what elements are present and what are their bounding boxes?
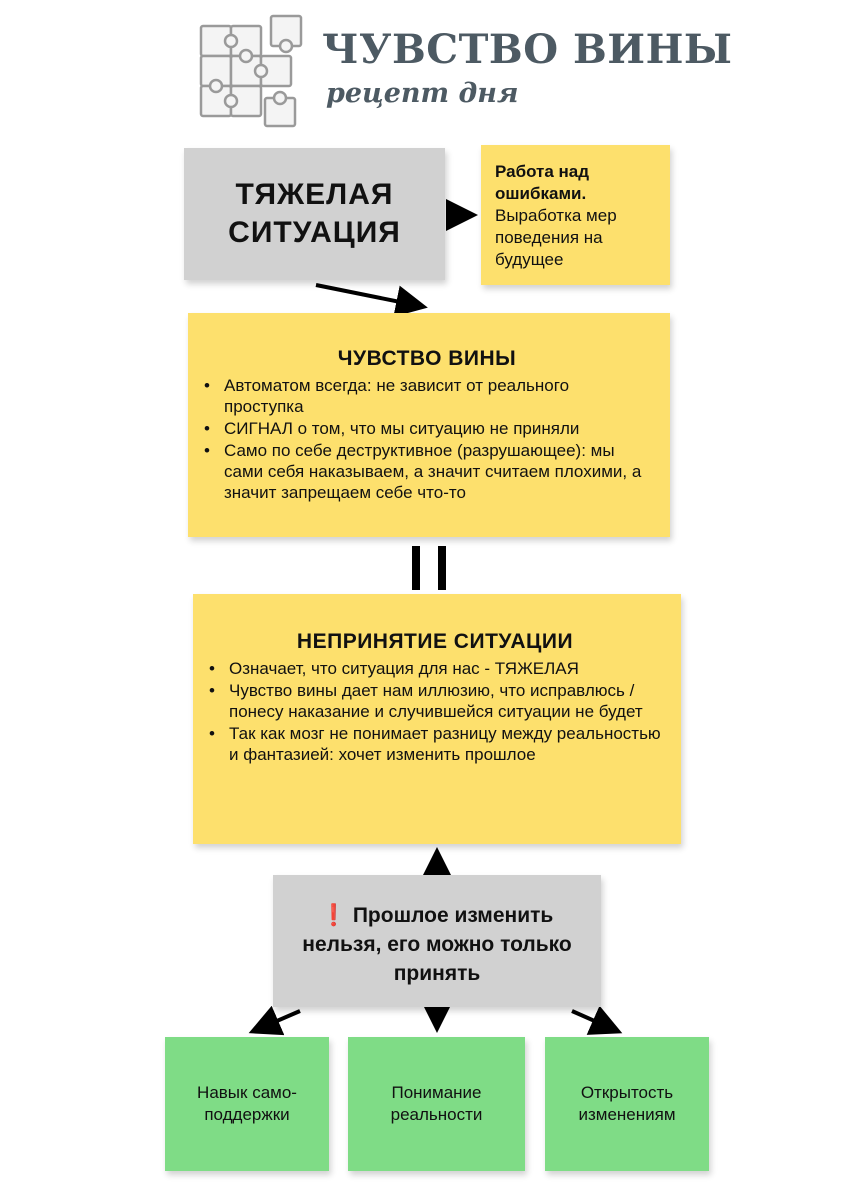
- list-item: Чувство вины дает нам иллюзию, что испра…: [207, 680, 663, 722]
- non-acceptance-list: Означает, что ситуация для нас - ТЯЖЕЛАЯ…: [207, 658, 663, 765]
- list-item: Так как мозг не понимает разницу между р…: [207, 723, 663, 765]
- outcome-label: Навык само-поддержки: [197, 1083, 297, 1124]
- puzzle-logo-icon: [195, 12, 305, 130]
- outcome-label: Понимание реальности: [390, 1083, 483, 1124]
- work-on-mistakes-title: Работа над ошибками.: [495, 162, 590, 203]
- arrow-hard-to-guilt: [315, 283, 428, 317]
- past-box: ❗Прошлое изменить нельзя, его можно толь…: [273, 875, 601, 1007]
- arrow-past-to-outcome-3: [571, 1005, 623, 1035]
- list-item: Автоматом всегда: не зависит от реальног…: [202, 375, 652, 417]
- outcome-self-support-box: Навык само-поддержки: [165, 1037, 329, 1171]
- outcome-openness-box: Открытость изменениям: [545, 1037, 709, 1171]
- outcome-reality-box: Понимание реальности: [348, 1037, 525, 1171]
- list-item: Означает, что ситуация для нас - ТЯЖЕЛАЯ: [207, 658, 663, 679]
- page-title: ЧУВСТВО ВИНЫ: [322, 26, 733, 73]
- work-on-mistakes-box: Работа над ошибками. Выработка мер повед…: [481, 145, 670, 285]
- arrow-past-to-outcome-1: [248, 1005, 301, 1036]
- exclamation-icon: ❗: [320, 904, 347, 927]
- hard-situation-label: ТЯЖЕЛАЯ СИТУАЦИЯ: [228, 178, 401, 249]
- equals-sign-icon: [412, 546, 448, 590]
- list-item: Само по себе деструктивное (разрушающее)…: [202, 440, 652, 503]
- non-acceptance-title: НЕПРИНЯТИЕ СИТУАЦИИ: [296, 630, 574, 653]
- list-item: СИГНАЛ о том, что мы ситуацию не приняли: [202, 418, 652, 439]
- page-subtitle: рецепт дня: [326, 78, 519, 109]
- work-on-mistakes-text: Выработка мер поведения на будущее: [495, 206, 617, 269]
- guilt-list: Автоматом всегда: не зависит от реальног…: [202, 375, 652, 503]
- past-text: Прошлое изменить нельзя, его можно тольк…: [302, 904, 572, 985]
- guilt-box: ЧУВСТВО ВИНЫ Автоматом всегда: не зависи…: [188, 313, 670, 537]
- non-acceptance-box: НЕПРИНЯТИЕ СИТУАЦИИ Означает, что ситуац…: [193, 594, 681, 844]
- guilt-title: ЧУВСТВО ВИНЫ: [337, 347, 517, 370]
- outcome-label: Открытость изменениям: [578, 1083, 676, 1124]
- hard-situation-box: ТЯЖЕЛАЯ СИТУАЦИЯ: [184, 148, 445, 280]
